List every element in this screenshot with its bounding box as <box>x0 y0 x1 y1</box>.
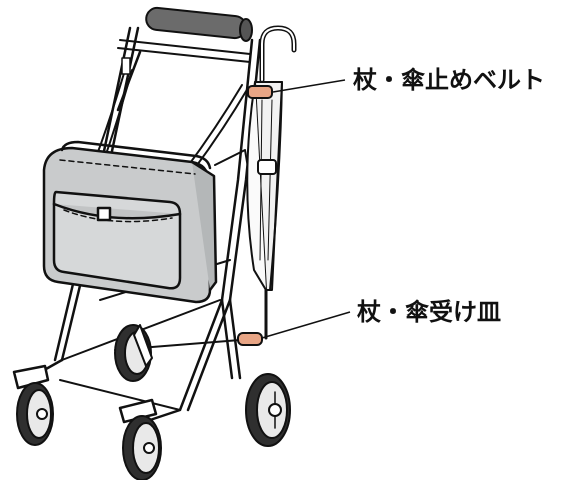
shopping-bag <box>42 140 218 304</box>
tray-leader-line <box>261 311 351 339</box>
belt-label: 杖・傘止めベルト <box>353 66 545 94</box>
umbrella <box>246 81 283 340</box>
cane-hook <box>259 25 297 83</box>
handle-grip <box>145 6 247 40</box>
rear-right-wheel <box>245 373 291 447</box>
front-left-wheel <box>12 364 54 446</box>
cane-umbrella-belt <box>247 85 273 99</box>
belt-leader-line <box>272 79 346 93</box>
walker-illustration <box>12 6 297 480</box>
front-right-wheel <box>118 398 162 480</box>
tray-label: 杖・傘受け皿 <box>357 298 501 326</box>
rear-left-wheel <box>114 324 153 382</box>
cane-umbrella-tray <box>237 332 263 346</box>
handlebar <box>117 6 253 63</box>
